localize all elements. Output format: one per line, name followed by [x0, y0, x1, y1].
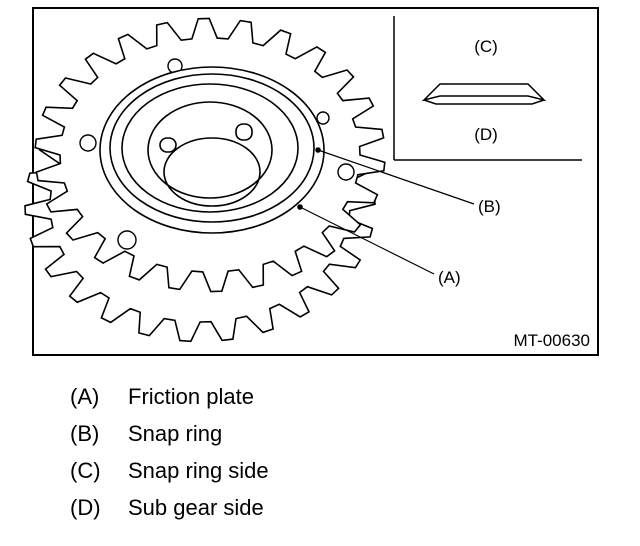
legend-text: Snap ring — [128, 421, 223, 446]
gear-hub — [99, 66, 325, 234]
friction-plate — [99, 66, 325, 234]
inset-label-d: (D) — [474, 125, 498, 144]
callout-label-b: (B) — [478, 197, 501, 216]
gear-illustration: (C) (D) (B) (A) MT-00630 — [24, 7, 599, 356]
legend-key: (B) — [70, 421, 100, 446]
legend-key: (D) — [70, 495, 101, 520]
legend-text: Sub gear side — [128, 495, 264, 520]
legend-key: (A) — [70, 384, 100, 409]
legend-item-b: (B) Snap ring — [0, 419, 640, 449]
legend-item-c: (C) Snap ring side — [0, 456, 640, 486]
inset-label-c: (C) — [474, 37, 498, 56]
inset-panel: (C) (D) — [393, 16, 582, 161]
legend-text: Snap ring side — [128, 458, 269, 483]
legend-key: (C) — [70, 458, 101, 483]
snap-ring — [109, 73, 315, 223]
snap-ring-cross-section — [421, 83, 547, 105]
callouts — [297, 147, 475, 275]
callout-label-a: (A) — [438, 268, 461, 287]
legend-item-a: (A) Friction plate — [0, 382, 640, 412]
figure-code: MT-00630 — [513, 331, 590, 350]
legend-text: Friction plate — [128, 384, 254, 409]
legend-item-d: (D) Sub gear side — [0, 493, 640, 523]
